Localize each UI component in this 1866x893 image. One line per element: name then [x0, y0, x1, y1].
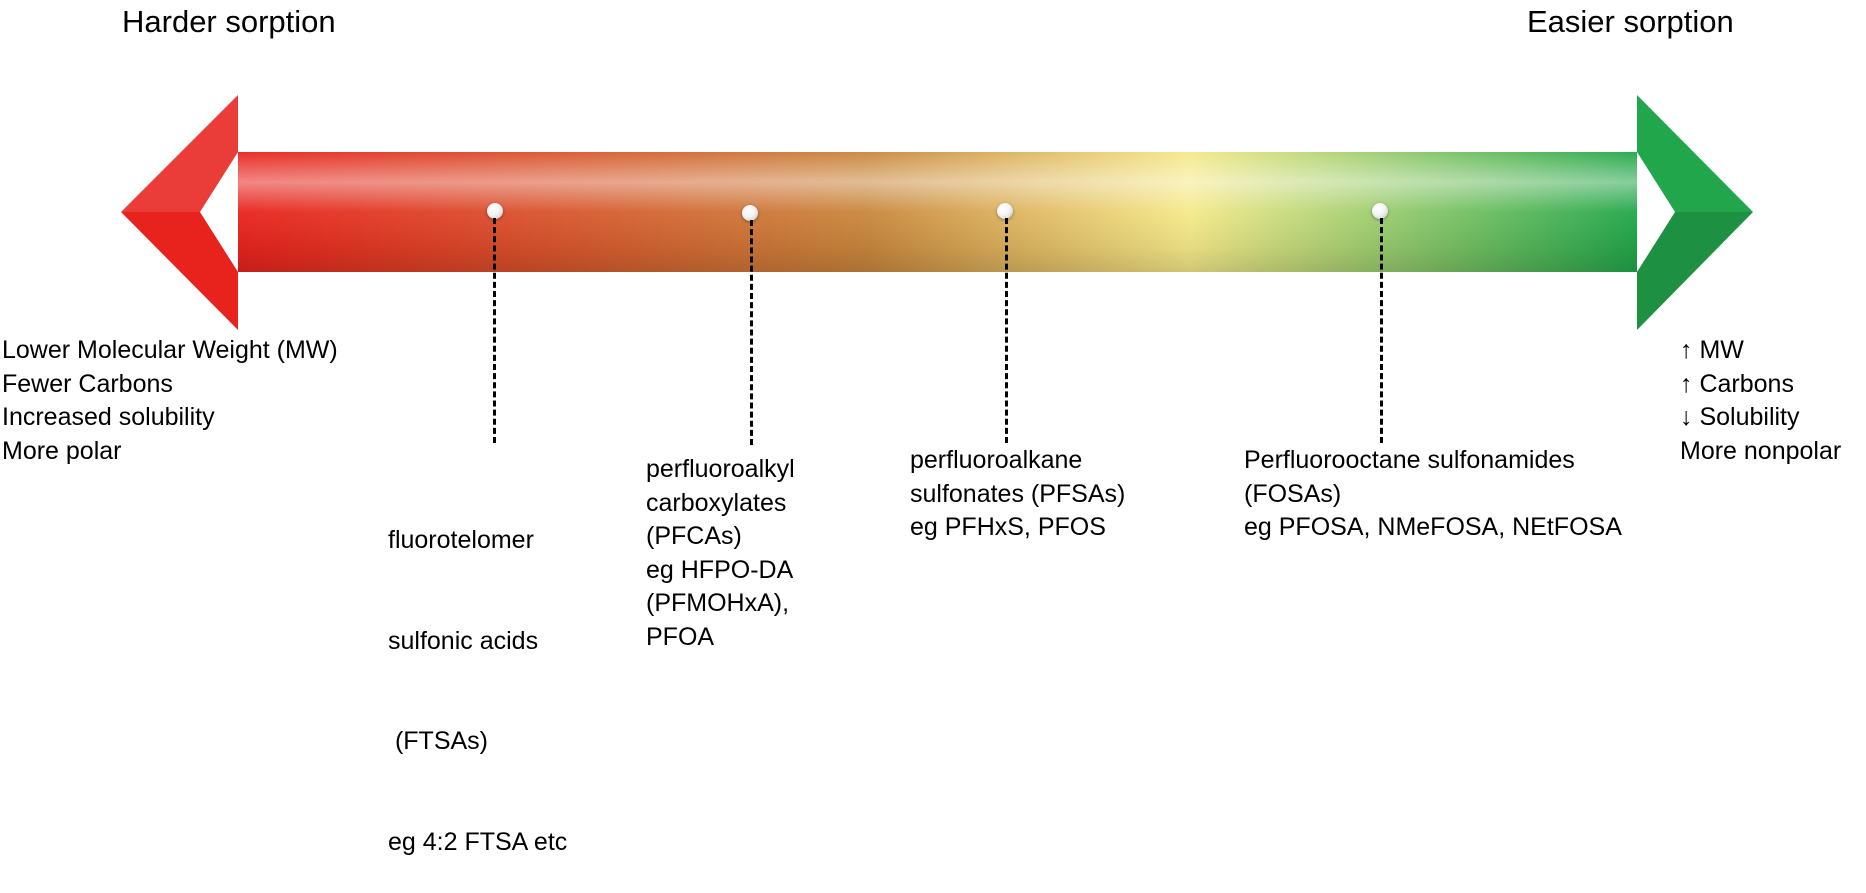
class-label-line: eg HFPO-DA [646, 555, 794, 584]
right-property: ↓ Solubility [1680, 403, 1800, 431]
class-label-line: sulfonates (PFSAs) [910, 479, 1126, 508]
class-label-line: fluorotelomer [388, 526, 534, 554]
class-label-ftsa: fluorotelomer sulfonic acids (FTSAs) eg … [388, 457, 567, 893]
right-properties: ↑ MW ↑ Carbons ↓ Solubility More nonpola… [1680, 334, 1841, 468]
leader-line-pfca [750, 220, 753, 445]
right-property: ↑ Carbons [1680, 369, 1794, 398]
class-label-line: sulfonic acids [388, 626, 539, 655]
class-label-line: (PFCAs) [646, 522, 742, 550]
marker-fosa [1372, 203, 1388, 219]
class-label-line: eg PFHxS, PFOS [910, 513, 1106, 541]
class-label-line: perfluoroalkyl [646, 455, 795, 483]
class-label-line: Perfluorooctane sulfonamides [1244, 446, 1575, 474]
arrow-head-left [121, 95, 238, 330]
left-property: Fewer Carbons [2, 369, 173, 398]
left-properties: Lower Molecular Weight (MW) Fewer Carbon… [2, 334, 338, 468]
class-label-line: carboxylates [646, 488, 787, 517]
class-label-pfca: perfluoroalkyl carboxylates (PFCAs) eg H… [646, 453, 795, 654]
marker-pfsa [997, 203, 1013, 219]
right-property: ↑ MW [1680, 336, 1744, 364]
class-label-pfsa: perfluoroalkane sulfonates (PFSAs) eg PF… [910, 444, 1125, 545]
class-label-line: eg PFOSA, NMeFOSA, NEtFOSA [1244, 513, 1622, 541]
leader-line-fosa [1380, 218, 1383, 443]
left-property: Lower Molecular Weight (MW) [2, 336, 338, 364]
arrow-head-right-shade [1637, 212, 1753, 330]
right-property: More nonpolar [1680, 436, 1842, 465]
class-label-line: PFOA [646, 622, 715, 651]
left-property: Increased solubility [2, 403, 215, 431]
marker-pfca [742, 205, 758, 221]
arrow-head-left-shade [121, 95, 238, 212]
left-property: More polar [2, 436, 122, 465]
sorption-gradient-arrow [121, 95, 1753, 330]
leader-line-pfsa [1005, 218, 1008, 443]
class-label-line: (PFMOHxA), [646, 589, 790, 617]
heading-harder-sorption: Harder sorption [122, 4, 336, 39]
class-label-line: perfluoroalkane [910, 446, 1083, 474]
class-label-line: (FTSAs) [388, 727, 488, 755]
heading-easier-sorption: Easier sorption [1527, 4, 1734, 39]
leader-line-ftsa [493, 218, 496, 443]
class-label-line: eg 4:2 FTSA etc [388, 827, 568, 856]
arrow-head-right [1637, 95, 1753, 330]
class-label-fosa: Perfluorooctane sulfonamides (FOSAs) eg … [1244, 444, 1622, 545]
marker-ftsa [487, 203, 503, 219]
arrow-shaft-shine [238, 152, 1637, 272]
class-label-line: (FOSAs) [1244, 479, 1342, 508]
